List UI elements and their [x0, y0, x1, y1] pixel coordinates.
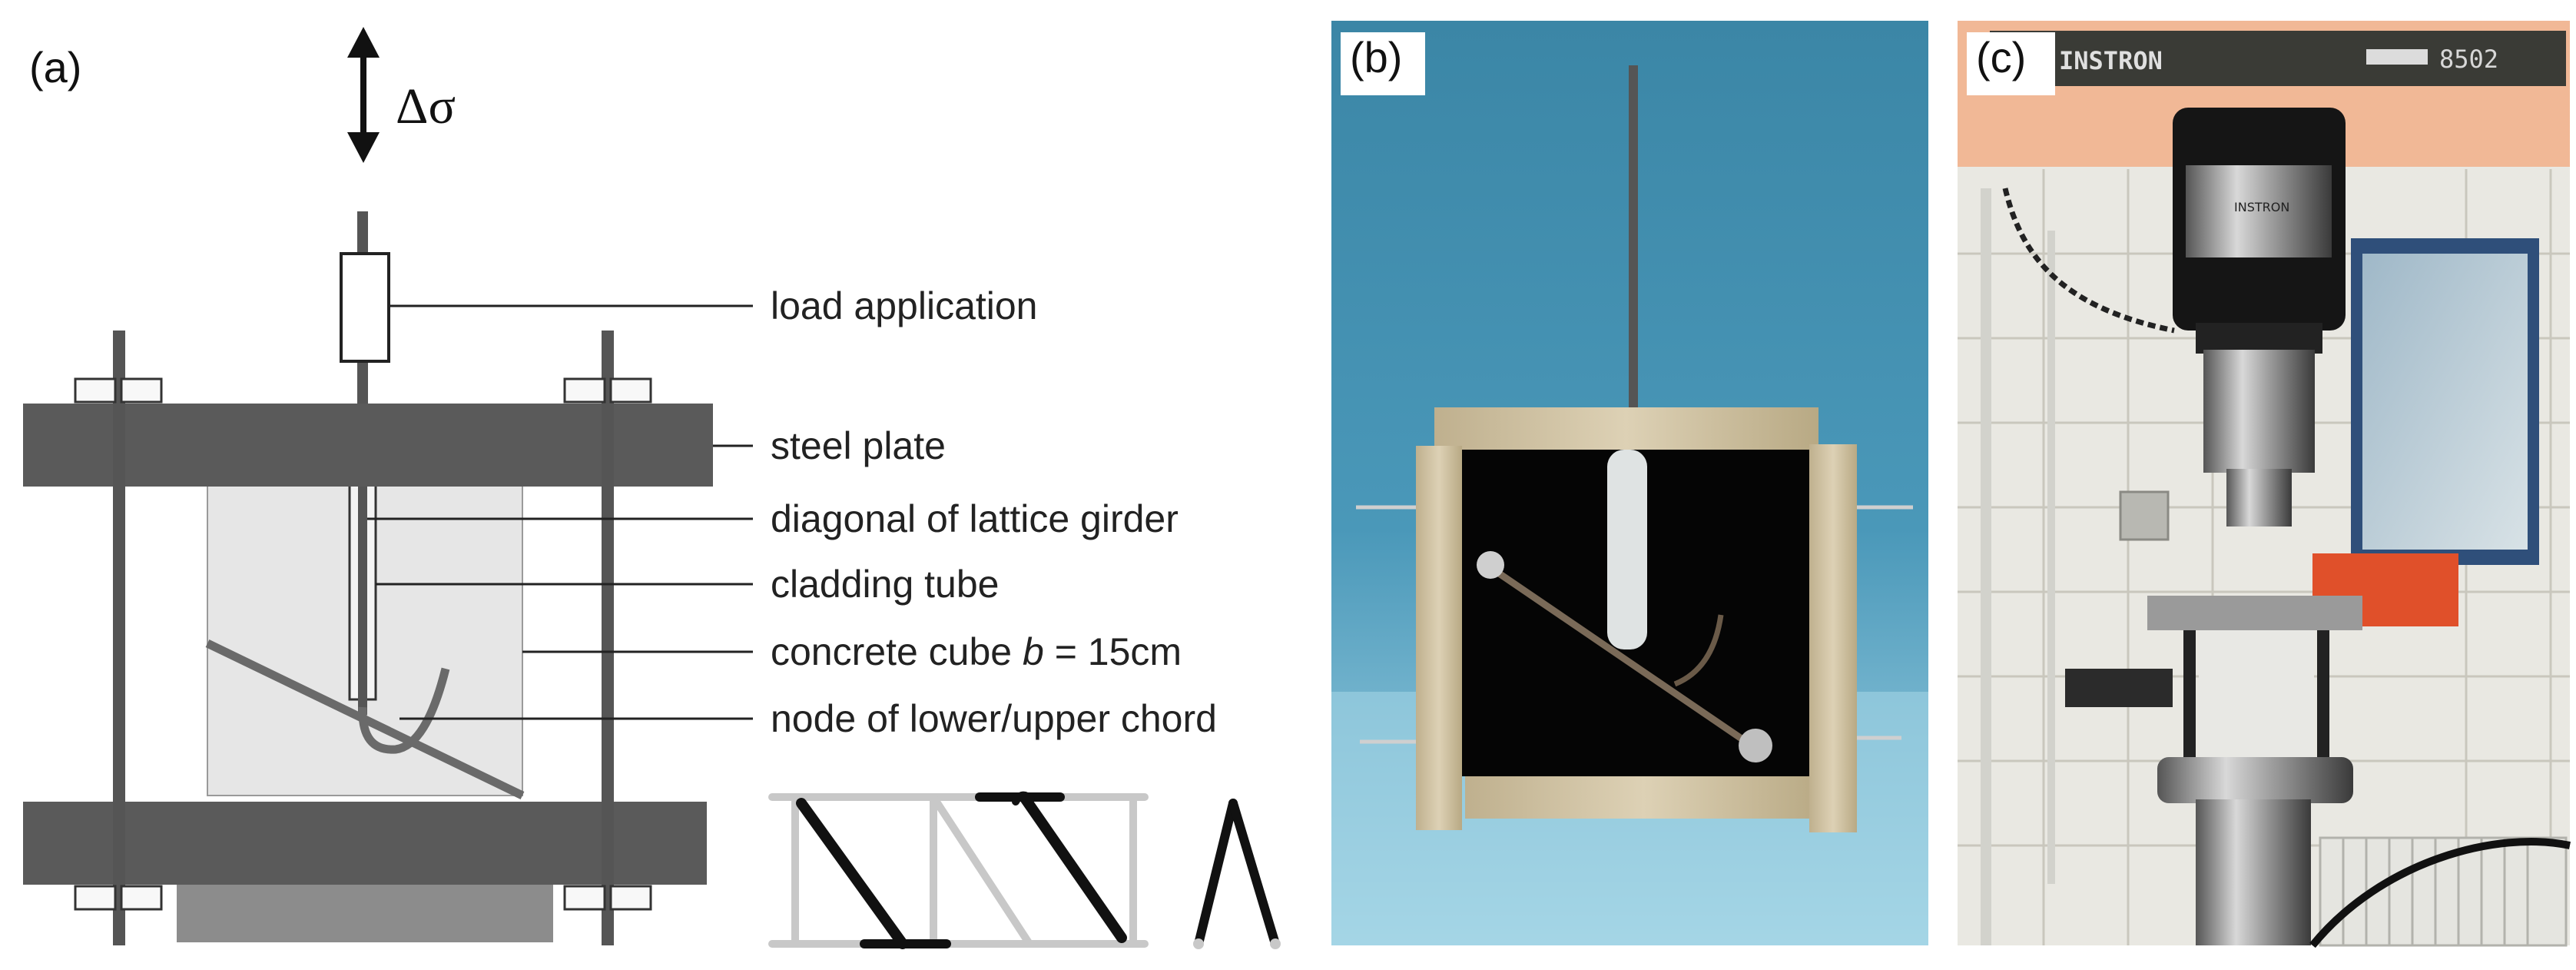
load-application-box	[340, 252, 390, 363]
wood-frame-bottom	[1465, 776, 1822, 819]
panel-a-schematic: Δσ	[23, 27, 1281, 949]
callout-cladding-tube: cladding tube	[771, 563, 999, 606]
panel-b-label-box: (b)	[1341, 32, 1425, 95]
specimen-bolts	[1356, 505, 1913, 744]
lattice-girder-sketch	[768, 791, 1281, 949]
callout-load-application: load application	[771, 284, 1038, 327]
load-arrow-icon	[347, 27, 380, 163]
panel-c-photo: INSTRON 8502	[1958, 21, 2571, 948]
callout-concrete-cube: concrete cube b = 15cm	[771, 630, 1182, 673]
machine-specimen	[2199, 630, 2314, 761]
callout-concrete-cube-var: b	[1023, 630, 1044, 673]
specimen-tube	[1607, 450, 1647, 649]
specimen-rod	[1629, 65, 1638, 434]
panel-a-label: (a)	[29, 43, 82, 91]
node-hook	[358, 667, 450, 754]
panel-a-label-box: (a)	[29, 42, 114, 104]
nuts	[74, 377, 652, 911]
actuator-piston	[2203, 350, 2315, 473]
wood-frame-left	[1416, 446, 1462, 830]
wood-frame-top	[1434, 407, 1818, 450]
panel-c-label: (c)	[1976, 33, 2027, 81]
diagonal-rod	[358, 484, 367, 715]
machine-model: 8502	[2439, 45, 2498, 74]
base-block	[177, 885, 553, 942]
upper-platen	[2147, 596, 2362, 630]
steel-plate-bottom	[23, 802, 707, 885]
panel-b-photo	[1331, 21, 1928, 945]
wood-frame-right	[1809, 444, 1857, 832]
callout-diagonal: diagonal of lattice girder	[771, 497, 1179, 540]
callout-steel-plate: steel plate	[771, 424, 946, 467]
callout-node: node of lower/upper chord	[771, 697, 1217, 740]
specimen-diagonal	[1484, 562, 1754, 749]
load-symbol: Δσ	[396, 78, 456, 135]
machine-brand: INSTRON	[2059, 46, 2163, 75]
callout-concrete-cube-prefix: concrete cube	[771, 630, 1023, 673]
leader-lines	[367, 304, 753, 720]
lower-platen	[2157, 757, 2353, 803]
callout-concrete-cube-suffix: = 15cm	[1044, 630, 1182, 673]
panel-c-label-box: (c)	[1967, 32, 2055, 95]
threaded-rod-left	[113, 331, 125, 945]
specimen-hook	[1673, 614, 1724, 687]
panel-b-label: (b)	[1350, 33, 1403, 81]
actuator-badge: INSTRON	[2234, 200, 2289, 214]
steel-plate-top	[23, 404, 713, 487]
threaded-rod-right	[602, 331, 614, 945]
